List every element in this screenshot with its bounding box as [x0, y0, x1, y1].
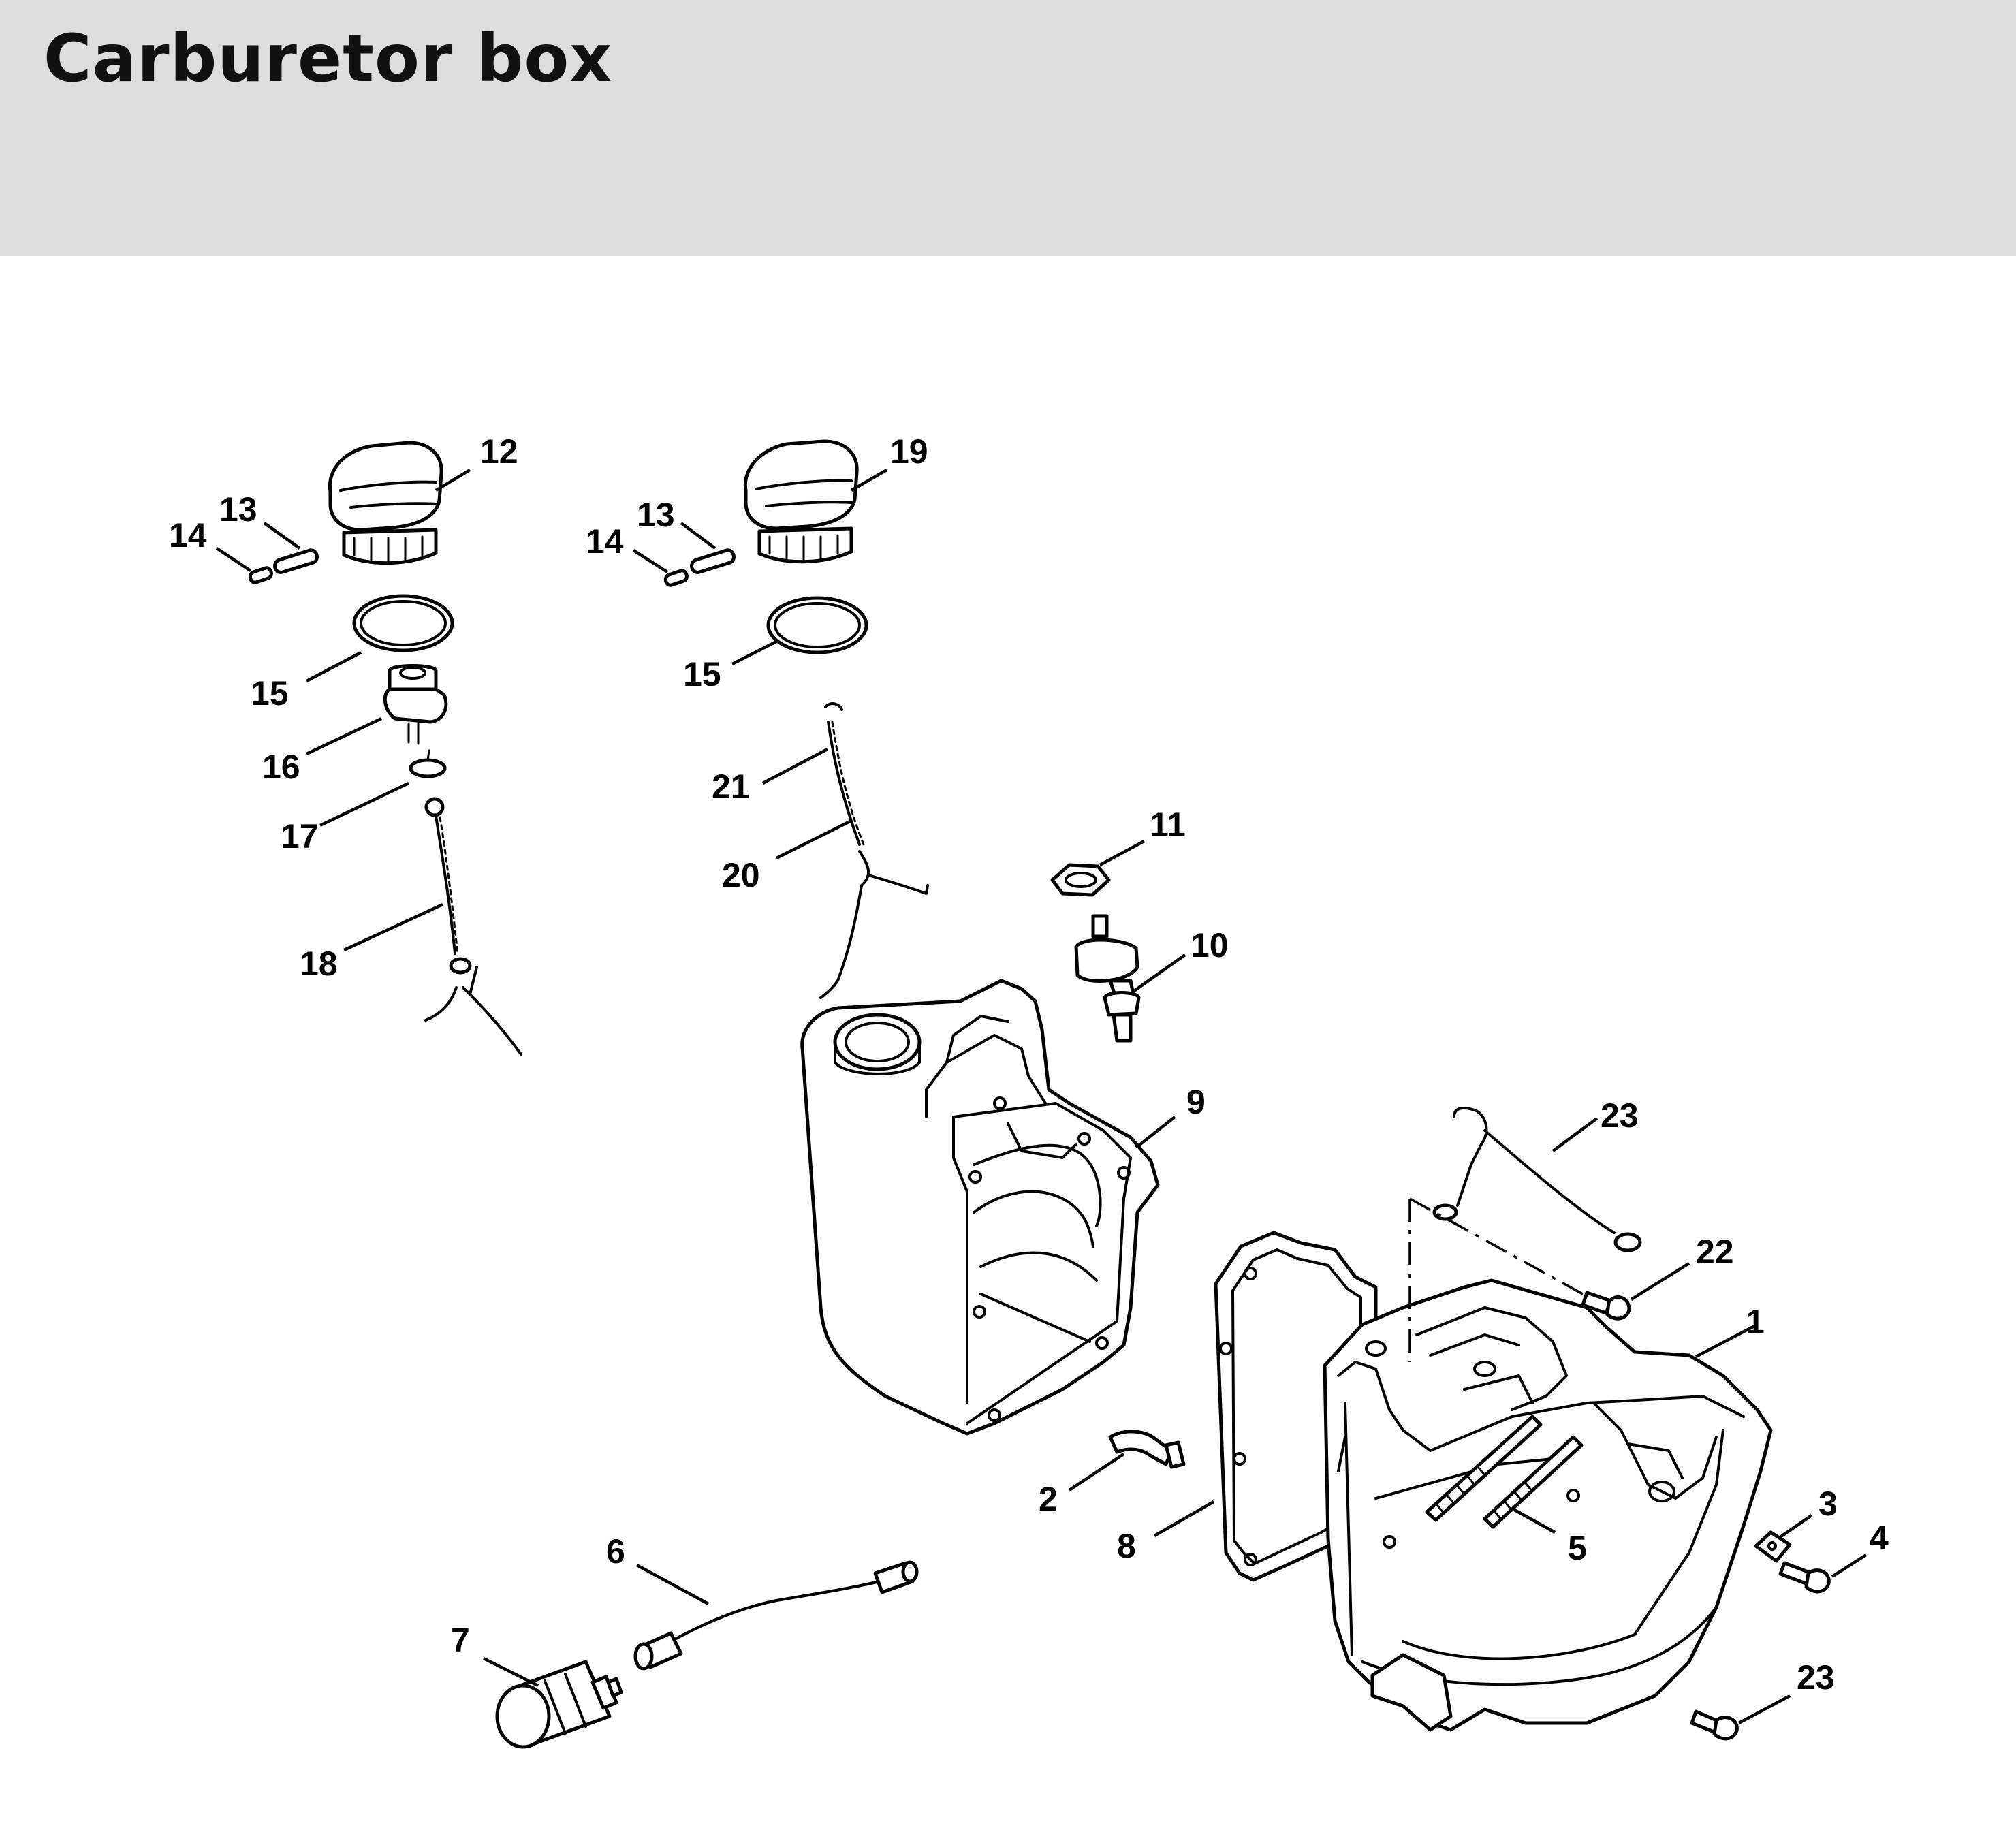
insert-16	[383, 664, 448, 745]
o-ring-15-middle	[766, 596, 868, 654]
fitting-10	[1074, 914, 1141, 1043]
fuel-cap-12	[328, 441, 443, 565]
callout-5: 5	[1568, 1529, 1587, 1567]
page-header: Carburetor box	[0, 0, 2016, 256]
callout-2: 2	[1039, 1480, 1058, 1518]
plate-3	[1754, 1530, 1792, 1563]
callout-21: 21	[712, 768, 750, 806]
callout-15-middle: 15	[683, 655, 721, 693]
pin-13-middle	[690, 548, 736, 574]
nut-11	[1050, 863, 1111, 897]
callout-17: 17	[281, 817, 319, 855]
disc-17	[409, 749, 447, 778]
elbow-2	[1108, 1430, 1186, 1469]
callout-13-middle: 13	[637, 496, 675, 534]
o-ring-15-left	[352, 594, 454, 652]
callout-23-top: 23	[1601, 1096, 1639, 1135]
leader-lines	[215, 469, 1868, 1724]
tank-9	[800, 979, 1160, 1436]
callout-10: 10	[1191, 926, 1229, 964]
chain-21	[824, 702, 865, 846]
assembly-line-2	[1409, 1197, 1608, 1309]
screw-23-bottom	[1690, 1709, 1739, 1741]
callout-7: 7	[451, 1621, 470, 1659]
callout-14-middle: 14	[586, 522, 624, 561]
chain-18	[424, 797, 522, 1056]
wire-20	[819, 850, 929, 999]
callout-14-left: 14	[169, 516, 207, 554]
pin-14-left	[248, 566, 273, 584]
studs-5	[1425, 1415, 1584, 1529]
wire-23-top	[1432, 1107, 1642, 1252]
callout-8: 8	[1117, 1527, 1136, 1565]
pin-14-middle	[663, 569, 689, 587]
callout-9: 9	[1186, 1083, 1206, 1121]
page-title: Carburetor box	[44, 20, 613, 97]
callout-20: 20	[722, 856, 760, 894]
carburetor-box-1	[1323, 1278, 1773, 1732]
callout-18: 18	[300, 945, 338, 983]
fuel-filter-7	[495, 1660, 623, 1749]
screw-22	[1581, 1291, 1631, 1321]
callout-6: 6	[606, 1532, 625, 1570]
callout-1: 1	[1746, 1303, 1765, 1341]
callout-12: 12	[480, 432, 518, 471]
callout-23-bottom: 23	[1797, 1658, 1835, 1696]
pin-13-left	[273, 548, 319, 574]
callout-13-left: 13	[219, 490, 257, 528]
callout-11: 11	[1150, 806, 1186, 844]
callout-4: 4	[1870, 1519, 1889, 1557]
callout-3: 3	[1818, 1485, 1838, 1523]
screw-4	[1778, 1561, 1831, 1594]
callout-19: 19	[890, 432, 928, 471]
oil-cap-19	[743, 439, 859, 564]
callout-16: 16	[262, 748, 300, 786]
callout-22: 22	[1696, 1233, 1734, 1271]
callout-15-left: 15	[251, 674, 289, 712]
fuel-hose-6	[633, 1560, 919, 1671]
